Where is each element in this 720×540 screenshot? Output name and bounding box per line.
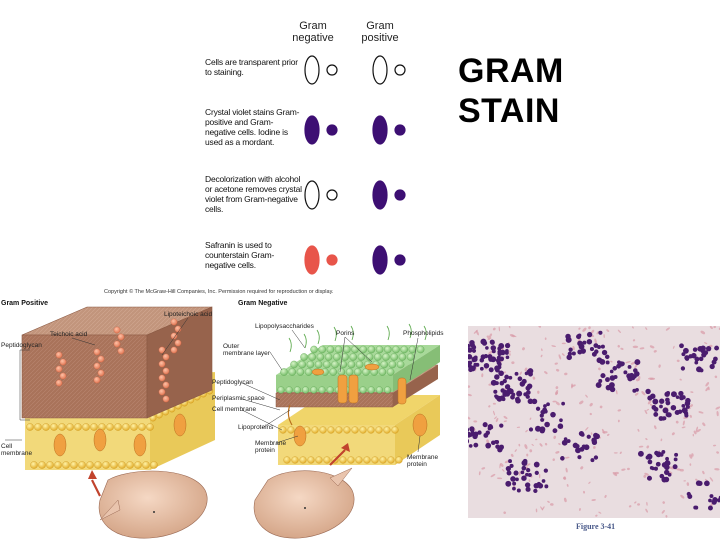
- gram-positive-header: Gram Positive: [1, 300, 49, 307]
- label-cell-membrane-gn: Cell membrane: [212, 406, 257, 413]
- lipopolysaccharide-strands: [288, 323, 427, 353]
- step-4-text: Safranin is used to counterstain Gram-ne…: [205, 240, 275, 270]
- figure-caption: Figure 3-41: [576, 522, 616, 531]
- label-membrane-protein-right: Membrane protein: [407, 454, 439, 468]
- title-line-2: STAIN: [458, 92, 560, 130]
- gram-positive-peptidoglycan-block: [21, 306, 213, 419]
- label-lipopolysaccharides: Lipopolysaccharides: [255, 323, 314, 330]
- label-teichoic-acid: Teichoic acid: [50, 331, 88, 338]
- step-1-text: Cells are transparent prior to staining.: [205, 57, 298, 77]
- label-peptidoglycan-gp: Peptidoglycan: [1, 342, 42, 349]
- label-lipoteichoic-acid: Lipoteichoic acid: [164, 311, 213, 318]
- gram-negative-whole-cell: [253, 443, 355, 539]
- column-header-gram-negative: Gram negative: [292, 20, 334, 44]
- label-porins: Porins: [336, 330, 355, 337]
- copyright-notice: Copyright © The McGraw-Hill Companies, I…: [104, 289, 334, 295]
- gram-positive-whole-cell: [88, 470, 208, 539]
- step-2-text: Crystal violet stains Gram-positive and …: [205, 107, 300, 147]
- porin-proteins: [311, 363, 407, 405]
- title-line-1: GRAM: [458, 52, 564, 90]
- gram-negative-header: Gram Negative: [238, 300, 288, 307]
- label-membrane-protein: Membrane protein: [255, 440, 287, 454]
- label-lipoproteins: Lipoproteins: [238, 424, 274, 431]
- label-cell-membrane-gp: Cell membrane: [1, 443, 33, 457]
- label-outer-membrane-layer: Outer membrane layer: [223, 343, 270, 357]
- label-periplasmic-space: Periplasmic space: [212, 395, 265, 402]
- step-3-text: Decolorization with alcohol or acetone r…: [205, 174, 302, 214]
- membrane-protein-gn: [293, 425, 307, 447]
- label-phospholipids: Phospholipids: [403, 330, 444, 337]
- label-peptidoglycan-gn: Peptidoglycan: [212, 379, 253, 386]
- gram-stain-micrograph: [468, 326, 720, 518]
- column-header-gram-positive: Gram positive: [361, 20, 399, 44]
